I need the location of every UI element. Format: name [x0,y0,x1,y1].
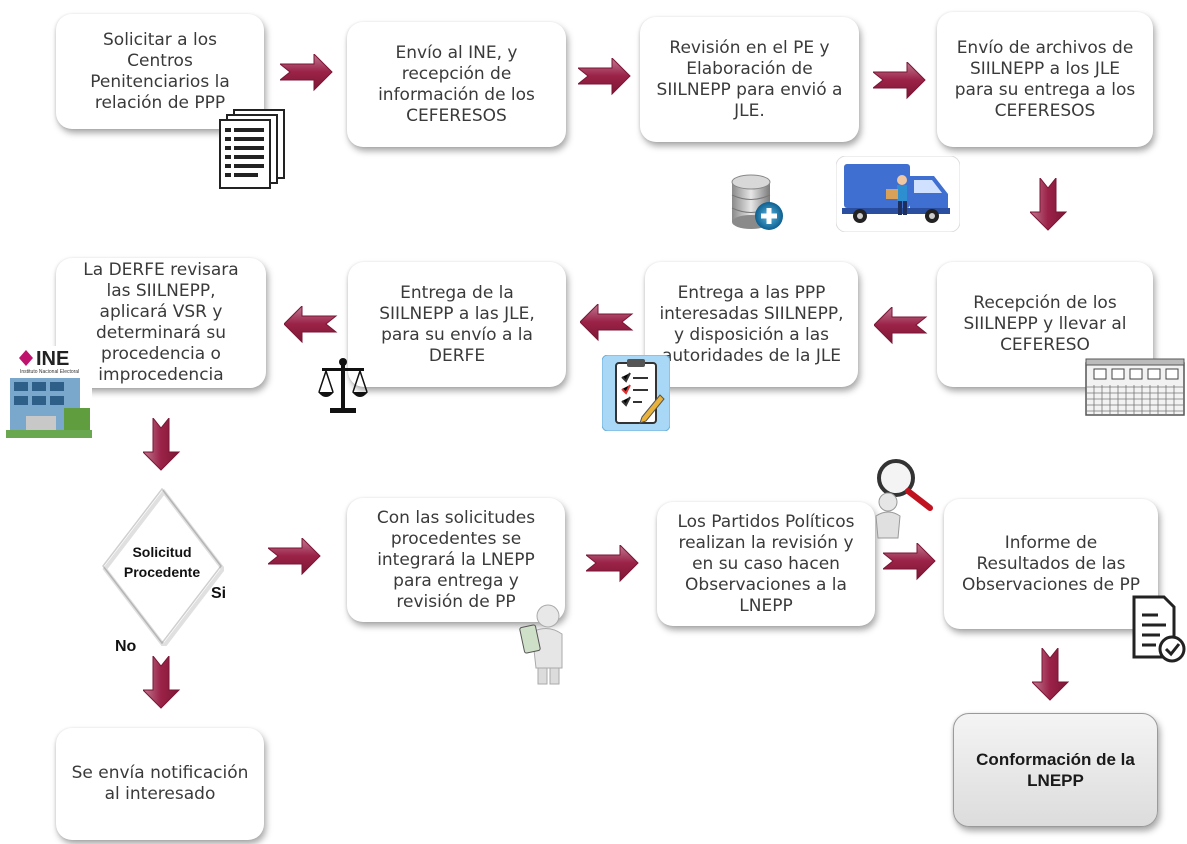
decision-diamond [102,487,224,646]
arrow-right-4 [268,538,321,575]
arrow-right-2 [578,58,631,95]
report-check-icon [1132,595,1186,663]
step-integrar-lnepp: Con las solicitudes procedentes se integ… [347,498,565,622]
step-notificacion: Se envía notificación al interesado [56,728,264,840]
scales-justice-icon [318,358,368,413]
step-envio-ine-text: Envío al INE, y recepción de información… [378,42,535,126]
building-icon [1085,358,1185,416]
checklist-clipboard-icon [602,355,670,431]
arrow-left-2 [580,304,633,341]
final-conformacion-lnepp: Conformación de la LNEPP [953,713,1158,827]
arrow-right-5 [586,545,639,582]
arrow-down-1 [1030,178,1067,231]
final-conformacion-lnepp-text: Conformación de la LNEPP [976,750,1135,790]
decision-label-line1: Solicitud [132,544,192,560]
decision-label: Solicitud Procedente [108,542,216,582]
step-partidos-revision: Los Partidos Políticos realizan la revis… [657,502,875,626]
decision-yes-label: Si [211,585,227,602]
arrow-left-1 [874,307,927,344]
documents-icon [219,109,285,189]
step-envio-archivos: Envío de archivos de SIILNEPP a los JLE … [937,12,1153,147]
arrow-left-3 [284,306,337,343]
database-add-icon [731,174,783,230]
ine-logo-subtitle: Instituto Nacional Electoral [20,369,79,375]
step-integrar-lnepp-text: Con las solicitudes procedentes se integ… [376,507,536,612]
arrow-down-4 [1032,648,1069,701]
step-revision-pe-text: Revisión en el PE y Elaboración de SIILN… [656,37,843,121]
step-derfe-revision-text: La DERFE revisara las SIILNEPP, aplicará… [83,260,239,385]
step-partidos-revision-text: Los Partidos Políticos realizan la revis… [677,511,855,616]
decision-no-label: No [115,638,137,655]
step-solicitar-relacion: Solicitar a los Centros Penitenciarios l… [56,14,264,129]
step-envio-archivos-text: Envío de archivos de SIILNEPP a los JLE … [954,37,1136,121]
arrow-down-2 [143,418,180,471]
step-entrega-jle-text: Entrega de la SIILNEPP a las JLE, para s… [379,282,535,366]
step-revision-pe: Revisión en el PE y Elaboración de SIILN… [640,17,859,142]
person-phone-icon [519,604,563,685]
step-entrega-ppp: Entrega a las PPP interesadas SIILNEPP, … [645,262,858,387]
ine-logo: INE Instituto Nacional Electoral [6,346,92,438]
magnifier-person-icon [875,459,933,539]
step-informe-resultados: Informe de Resultados de las Observacion… [944,499,1158,629]
step-envio-ine: Envío al INE, y recepción de información… [347,22,566,147]
decision-label-line2: Procedente [123,564,201,580]
step-solicitar-relacion-text: Solicitar a los Centros Penitenciarios l… [90,29,230,113]
ine-logo-text: INE [36,348,69,370]
arrow-right-3 [873,62,926,99]
arrow-right-6 [883,543,936,580]
step-entrega-jle: Entrega de la SIILNEPP a las JLE, para s… [348,262,566,387]
arrow-down-3 [143,656,180,709]
step-derfe-revision: La DERFE revisara las SIILNEPP, aplicará… [56,258,266,388]
step-informe-resultados-text: Informe de Resultados de las Observacion… [961,532,1141,595]
step-recepcion-siilnepp-text: Recepción de los SIILNEPP y llevar al CE… [963,293,1127,355]
delivery-truck-icon [836,156,960,232]
step-entrega-ppp-text: Entrega a las PPP interesadas SIILNEPP, … [659,282,844,366]
step-notificacion-text: Se envía notificación al interesado [71,763,249,804]
arrow-right-1 [280,54,333,91]
